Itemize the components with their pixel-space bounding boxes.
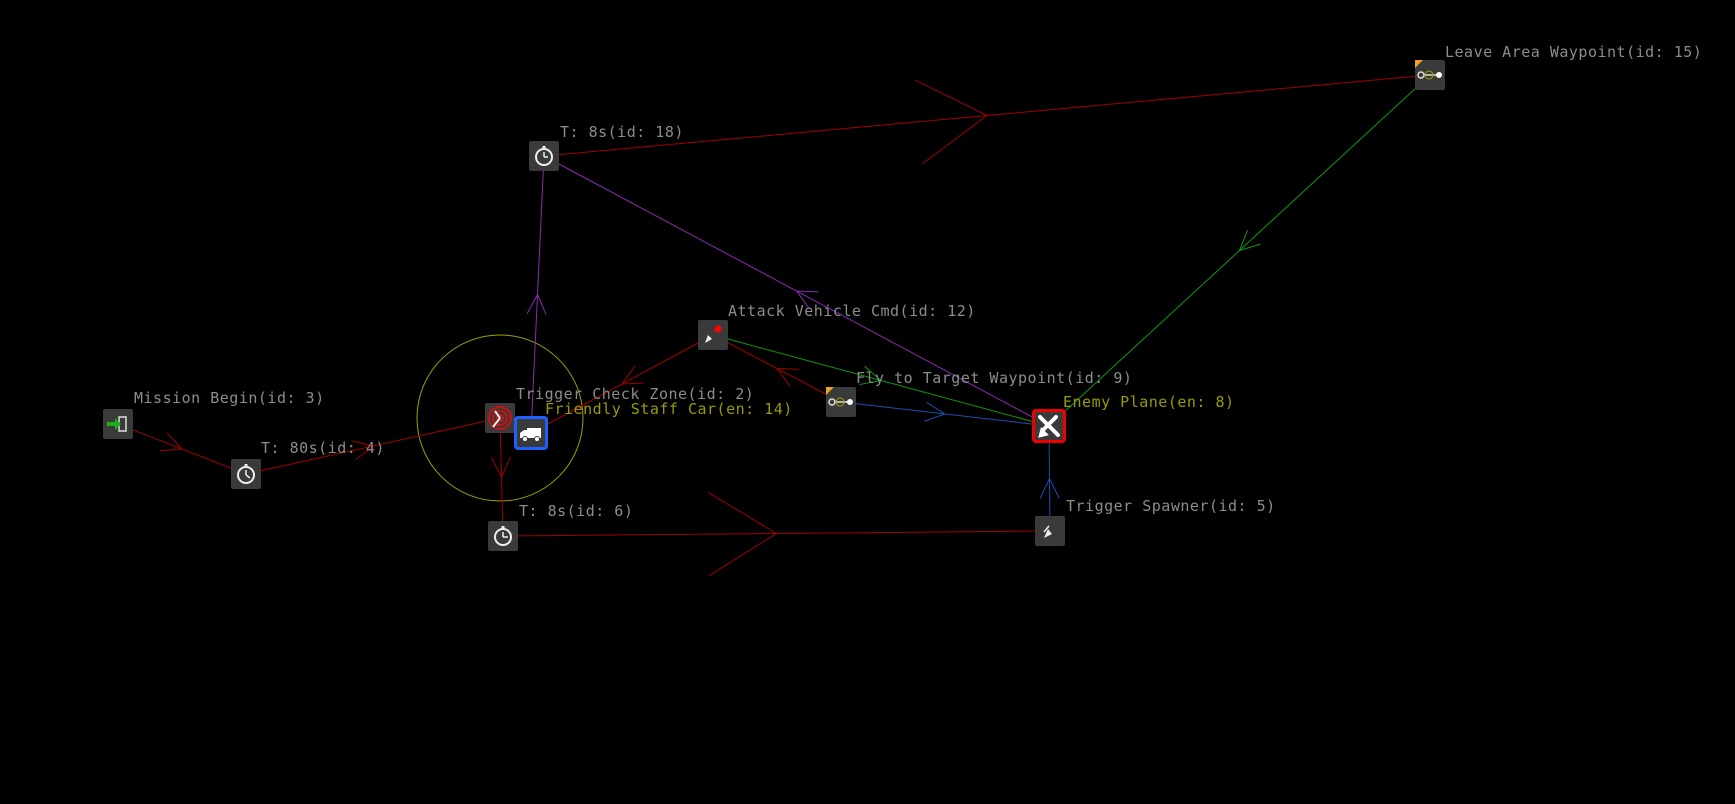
node-fly-waypoint[interactable] [826, 387, 856, 417]
node-staff-car[interactable] [514, 416, 548, 450]
stopwatch-icon [494, 526, 512, 546]
edge-arrow-head [796, 290, 819, 293]
spawner-icon [1043, 525, 1052, 538]
node-timer-18[interactable] [529, 141, 559, 171]
edge-arrow-head [621, 365, 636, 385]
label-mission-begin: Mission Begin(id: 3) [134, 389, 325, 407]
edge-arrow-head [776, 368, 791, 387]
node-spawner[interactable] [1035, 516, 1065, 546]
edge-arrow-head [1049, 478, 1060, 499]
edge-arrow-head [924, 413, 946, 422]
truck-icon [520, 428, 541, 442]
attack-command-icon [705, 325, 722, 343]
label-spawner: Trigger Spawner(id: 5) [1066, 497, 1276, 515]
edge-arrow-head [166, 432, 183, 450]
stopwatch-icon [535, 146, 553, 166]
waypoint-icon [828, 397, 853, 407]
label-attack-cmd: Attack Vehicle Cmd(id: 12) [728, 302, 976, 320]
edge-arrow-head [796, 290, 810, 310]
edge-arrow-head [776, 368, 800, 370]
edge-arrow-head [621, 382, 645, 385]
node-timer-80[interactable] [231, 459, 261, 489]
label-fly-waypoint: Fly to Target Waypoint(id: 9) [856, 369, 1133, 387]
edge-arrow-head [708, 533, 777, 577]
edge-arrow-head [922, 115, 988, 164]
label-leave-waypoint: Leave Area Waypoint(id: 15) [1445, 43, 1703, 61]
node-leave-waypoint[interactable] [1415, 60, 1445, 90]
edge-arrow-head [1239, 243, 1261, 251]
node-attack-cmd[interactable] [698, 320, 728, 350]
edge-arrow-head [864, 365, 882, 381]
edge-arrow-head [1039, 478, 1050, 499]
label-timer-80: T: 80s(id: 4) [261, 439, 385, 457]
edge-arrow-head [526, 294, 538, 315]
label-staff-car: Friendly Staff Car(en: 14) [545, 400, 793, 418]
label-timer-18: T: 8s(id: 18) [560, 123, 684, 141]
node-enemy-plane[interactable] [1032, 409, 1066, 443]
waypoint-icon [1417, 70, 1442, 80]
edge-arrow-head [490, 457, 502, 478]
label-timer-6: T: 8s(id: 6) [519, 502, 634, 520]
node-mission-begin[interactable] [103, 409, 133, 439]
plane-icon [1038, 415, 1060, 438]
edge-arrow-head [915, 79, 988, 116]
edge-arrow-head [707, 491, 777, 534]
waypoint-flag-icon [1415, 60, 1423, 68]
edge-arrow-head [355, 445, 374, 461]
mission-begin-icon [107, 416, 127, 432]
waypoint-flag-icon [826, 387, 834, 395]
edge-arrow-head [859, 380, 882, 386]
edge-arrow-head [537, 294, 547, 315]
radar-icon [488, 406, 512, 430]
node-trigger-zone[interactable] [485, 403, 515, 433]
trigger-zone-radius [416, 334, 584, 502]
edge-arrow-head [160, 448, 183, 452]
edge-arrow-head [1239, 229, 1249, 251]
edge-arrow-head [926, 401, 946, 415]
edge-arrow-head [501, 456, 512, 478]
edge-arrow-head [351, 440, 374, 447]
label-trigger-zone: Trigger Check Zone(id: 2) [516, 385, 755, 403]
stopwatch-icon [237, 464, 255, 484]
node-timer-6[interactable] [488, 521, 518, 551]
label-enemy-plane: Enemy Plane(en: 8) [1063, 393, 1235, 411]
